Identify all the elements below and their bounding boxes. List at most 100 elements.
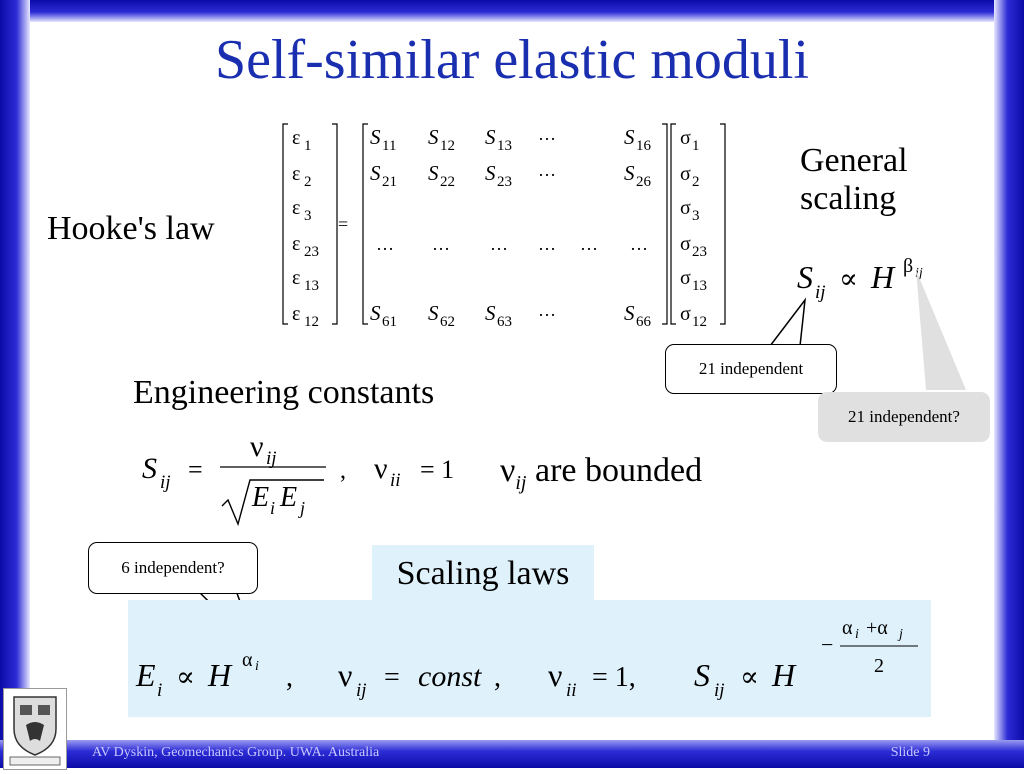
compliance-symbol-s16: S <box>624 125 635 149</box>
scaling-laws-formula: E i ∝ H α i , ν ij = const , ν ii = 1, S… <box>135 617 918 701</box>
callout-21-independent: 21 independent <box>665 344 837 394</box>
svg-text:j: j <box>897 627 903 642</box>
nu-symbol: νij <box>500 452 527 494</box>
svg-text:=: = <box>188 455 203 484</box>
compliance-symbol-s22: S <box>428 161 439 185</box>
compliance-index-62: 62 <box>440 314 455 330</box>
svg-text:ν: ν <box>250 430 264 463</box>
svg-text:S: S <box>797 259 813 295</box>
svg-text:,: , <box>340 458 346 484</box>
svg-text:j: j <box>298 498 305 518</box>
strain-index-13: 13 <box>304 278 319 294</box>
strain-symbol-2: ε <box>292 163 300 185</box>
svg-text:=: = <box>338 214 348 234</box>
frame-left <box>0 0 30 768</box>
svg-text:−: − <box>821 632 833 657</box>
compliance-symbol-s21: S <box>370 161 381 185</box>
callout-21-independent-question: 21 independent? <box>818 392 990 442</box>
strain-symbol-13: ε <box>292 267 300 289</box>
compliance-ellipsis: … <box>538 160 556 180</box>
svg-text:β: β <box>903 255 913 277</box>
compliance-ellipsis: … <box>630 234 648 254</box>
svg-text:ii: ii <box>390 470 401 491</box>
strain-index-12: 12 <box>304 314 319 330</box>
strain-symbol-12: ε <box>292 303 300 325</box>
stress-symbol-13: σ <box>680 267 691 289</box>
svg-text:∝: ∝ <box>839 264 858 295</box>
svg-text:α: α <box>842 617 853 639</box>
svg-text:ij: ij <box>160 472 171 493</box>
svg-text:∝: ∝ <box>176 662 195 693</box>
compliance-symbol-s62: S <box>428 301 439 325</box>
scaling-laws-heading: Scaling laws <box>372 545 594 603</box>
svg-text:ii: ii <box>566 680 577 701</box>
svg-text:i: i <box>255 659 259 674</box>
strain-index-1: 1 <box>304 138 312 154</box>
svg-text:∝: ∝ <box>740 662 759 693</box>
svg-text:i: i <box>157 680 162 701</box>
compliance-symbol-s61: S <box>370 301 381 325</box>
compliance-index-26: 26 <box>636 174 652 190</box>
svg-text:E: E <box>279 482 297 513</box>
strain-index-2: 2 <box>304 174 312 190</box>
svg-text:ν: ν <box>548 657 562 693</box>
compliance-index-61: 61 <box>382 314 397 330</box>
svg-text:ij: ij <box>714 680 725 701</box>
svg-text:H: H <box>771 657 797 693</box>
compliance-index-16: 16 <box>636 138 652 154</box>
compliance-index-12: 12 <box>440 138 455 154</box>
general-scaling-label: General scaling <box>800 142 908 218</box>
compliance-ellipsis: … <box>538 234 556 254</box>
svg-text:ν: ν <box>374 452 388 485</box>
compliance-ellipsis: … <box>376 234 394 254</box>
strain-symbol-3: ε <box>292 197 300 219</box>
compliance-index-11: 11 <box>382 138 396 154</box>
frame-right <box>994 0 1024 768</box>
svg-text:ij: ij <box>915 266 923 281</box>
hookes-law-label: Hooke's law <box>47 210 215 247</box>
svg-text:=: = <box>384 662 400 693</box>
stress-index-12: 12 <box>692 314 707 330</box>
svg-text:S: S <box>142 452 157 485</box>
general-scaling-line2: scaling <box>800 180 897 217</box>
footer-author: AV Dyskin, Geomechanics Group. UWA. Aust… <box>92 745 380 760</box>
strain-index-3: 3 <box>304 208 312 224</box>
compliance-symbol-s26: S <box>624 161 635 185</box>
svg-text:i: i <box>270 498 275 518</box>
compliance-symbol-s23: S <box>485 161 496 185</box>
svg-text:const: const <box>418 660 482 693</box>
svg-text:S: S <box>694 657 710 693</box>
nu-bounded-text: are bounded <box>535 452 703 489</box>
university-crest-logo <box>3 688 67 770</box>
compliance-symbol-s13: S <box>485 125 496 149</box>
stress-symbol-1: σ <box>680 127 691 149</box>
compliance-index-63: 63 <box>497 314 512 330</box>
compliance-ellipsis: … <box>490 234 508 254</box>
frame-top <box>0 0 1024 22</box>
nu-bounded-statement: νij are bounded <box>500 452 702 495</box>
svg-text:2: 2 <box>874 655 884 677</box>
slide-title: Self-similar elastic moduli <box>214 29 810 91</box>
svg-text:+α: +α <box>866 617 888 639</box>
svg-text:H: H <box>870 259 896 295</box>
stress-index-13: 13 <box>692 278 707 294</box>
general-scaling-formula: S ij ∝ H β ij <box>797 255 923 303</box>
stress-symbol-12: σ <box>680 303 691 325</box>
svg-text:ij: ij <box>815 282 826 303</box>
compliance-symbol-s66: S <box>624 301 635 325</box>
compliance-index-22: 22 <box>440 174 455 190</box>
stress-symbol-2: σ <box>680 163 691 185</box>
stress-index-2: 2 <box>692 174 700 190</box>
svg-text:,: , <box>494 662 501 693</box>
compliance-ellipsis: … <box>538 300 556 320</box>
stress-symbol-23: σ <box>680 233 691 255</box>
stress-index-3: 3 <box>692 208 700 224</box>
svg-text:= 1: = 1 <box>420 455 454 484</box>
compliance-ellipsis: … <box>538 124 556 144</box>
scaling-laws-panel: E i ∝ H α i , ν ij = const , ν ii = 1, S… <box>128 600 931 717</box>
svg-text:ij: ij <box>356 680 367 701</box>
callout-6-independent-question: 6 independent? <box>88 542 258 594</box>
engineering-constants-formula: S ij = ν ij E i E j , ν ii = 1 <box>142 430 454 527</box>
stress-index-23: 23 <box>692 244 707 260</box>
svg-text:E: E <box>251 482 269 513</box>
